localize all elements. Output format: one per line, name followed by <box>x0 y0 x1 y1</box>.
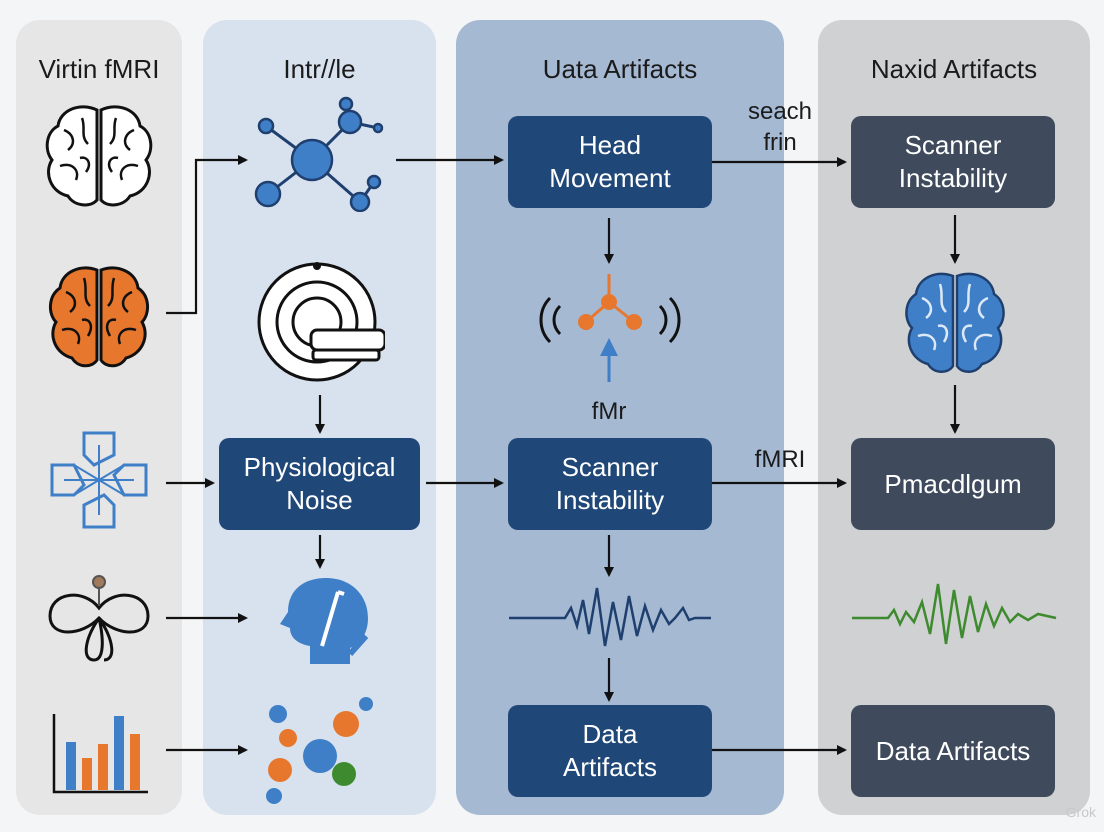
watermark: Grok <box>1065 804 1096 820</box>
bar-chart-icon <box>52 714 148 794</box>
column-title: Intr//le <box>283 54 356 84</box>
column-title: Virtin fMRI <box>38 54 160 84</box>
brain-orange-icon <box>49 266 149 368</box>
arrow-brain-to-molecule <box>166 155 248 315</box>
signal-node-icon <box>539 274 681 382</box>
brain-outline-icon <box>45 105 153 207</box>
pin-loop-icon <box>48 575 150 662</box>
edge-label-fmri: fMRI <box>754 446 806 473</box>
molecule-icon <box>254 96 384 212</box>
dots-cluster-icon <box>266 697 373 804</box>
scanner-instability-box: Scanner Instability <box>508 438 712 530</box>
column-title: Naxid Artifacts <box>870 54 1038 84</box>
waveform-icon <box>509 587 711 647</box>
edge-label-fmr: fMr <box>591 398 627 425</box>
knot-icon <box>50 431 148 529</box>
brain-blue-icon <box>905 272 1005 373</box>
scanner-instability-right-box: Scanner Instability <box>851 116 1055 208</box>
green-waveform-icon <box>852 583 1057 645</box>
pmacdlgum-box: Pmacdlgum <box>851 438 1055 530</box>
column-virtin-fmri: Virtin fMRI <box>16 20 182 815</box>
physiological-noise-box: Physiological Noise <box>219 438 420 530</box>
head-profile-icon <box>280 578 369 664</box>
edge-label-seach-frin: seach frin <box>747 98 813 156</box>
data-artifacts-right-box: Data Artifacts <box>851 705 1055 797</box>
data-artifacts-box: Data Artifacts <box>508 705 712 797</box>
mri-scanner-icon <box>257 262 385 382</box>
head-movement-box: Head Movement <box>508 116 712 208</box>
column-title: Uata Artifacts <box>542 54 698 84</box>
